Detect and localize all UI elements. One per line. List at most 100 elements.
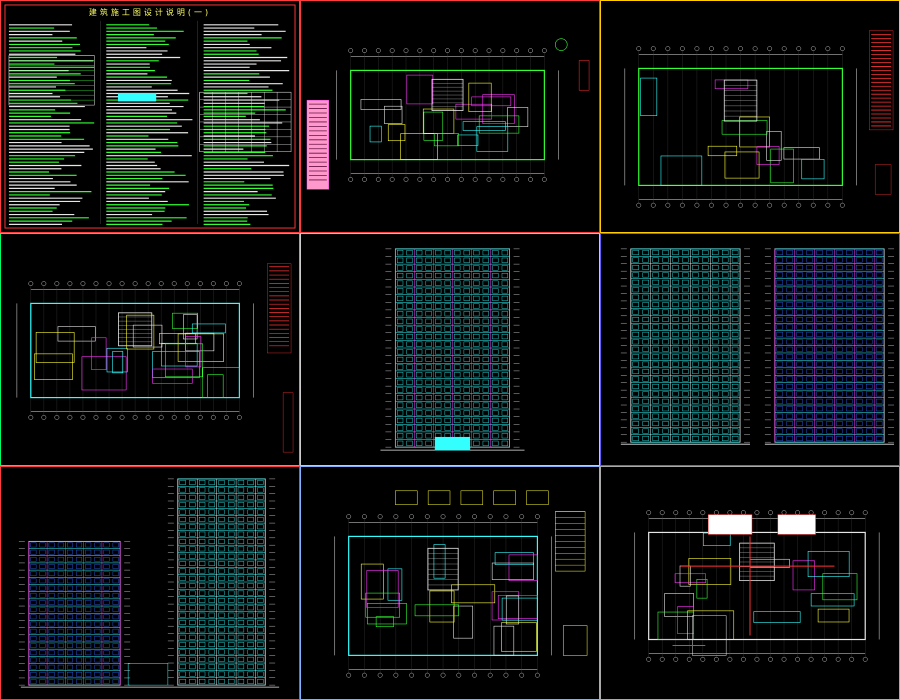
window	[866, 428, 873, 434]
axis-bubble	[348, 177, 354, 182]
window	[112, 549, 119, 555]
window	[662, 324, 669, 330]
window	[692, 354, 699, 360]
axis-bubble	[723, 202, 729, 208]
window	[786, 354, 793, 360]
window	[826, 272, 833, 278]
panel-ground-floor-plan[interactable]	[300, 0, 600, 233]
window	[721, 369, 729, 374]
room-outline	[369, 125, 382, 143]
window	[237, 531, 245, 537]
window	[682, 324, 689, 330]
window	[875, 287, 883, 293]
room-outline	[161, 342, 198, 367]
window	[444, 303, 451, 309]
window	[721, 413, 729, 419]
window	[826, 391, 833, 397]
window	[247, 561, 254, 566]
window	[806, 250, 813, 256]
axis-bubble	[781, 46, 787, 51]
room-outline	[822, 573, 858, 601]
window	[237, 649, 245, 655]
window	[48, 578, 55, 584]
panel-front-elevation[interactable]	[300, 233, 600, 466]
panel-basement-plan[interactable]	[600, 0, 900, 233]
axis-bubble	[458, 48, 464, 53]
window	[492, 341, 499, 347]
window	[454, 395, 461, 401]
window	[662, 369, 669, 374]
window	[435, 295, 442, 301]
window	[218, 546, 225, 552]
window	[112, 621, 119, 627]
window	[642, 265, 649, 270]
window	[776, 250, 783, 256]
axis-bubble	[106, 281, 112, 286]
window	[257, 509, 264, 515]
axis-bubble	[184, 281, 190, 286]
window	[501, 425, 508, 431]
window	[632, 279, 639, 285]
window	[198, 656, 206, 662]
axis-bubble	[700, 510, 706, 515]
window	[816, 309, 823, 315]
window	[642, 361, 649, 367]
window	[208, 679, 215, 684]
window	[444, 311, 451, 317]
axis-bubble	[171, 281, 177, 286]
window	[846, 324, 853, 330]
axis-bubble	[393, 672, 399, 678]
panel-elevation-pair[interactable]	[600, 233, 900, 466]
window	[501, 387, 508, 393]
window	[39, 679, 46, 684]
window	[48, 607, 55, 612]
window	[397, 288, 404, 294]
axis-bubble	[727, 656, 733, 662]
window	[48, 614, 55, 620]
room-outline	[707, 145, 738, 157]
panel-side-elevation[interactable]	[0, 466, 300, 700]
window	[416, 433, 423, 439]
window	[702, 279, 709, 285]
legend-block	[562, 625, 588, 656]
window	[435, 265, 442, 271]
window	[786, 361, 793, 367]
window	[85, 664, 92, 670]
room-outline	[687, 610, 735, 640]
notes-legend-swatch	[117, 92, 157, 102]
window	[776, 406, 783, 412]
panel-typical-floor-plan[interactable]	[0, 233, 300, 466]
window	[425, 433, 432, 439]
window	[492, 440, 499, 446]
window	[662, 317, 669, 322]
panel-roof-plan[interactable]	[600, 466, 900, 700]
window	[796, 287, 803, 293]
window	[482, 334, 489, 340]
window	[816, 279, 823, 285]
window	[198, 561, 206, 566]
window	[406, 433, 413, 439]
window	[712, 287, 719, 293]
window	[866, 257, 873, 263]
window	[228, 575, 235, 581]
panel-design-notes[interactable]: 建筑施工图设计说明(一)	[0, 0, 300, 233]
room-outline	[664, 593, 694, 617]
window	[228, 568, 235, 574]
window	[189, 656, 196, 662]
window	[198, 583, 206, 589]
window	[473, 379, 480, 385]
room-outline	[367, 603, 407, 625]
window	[806, 294, 813, 300]
window	[463, 265, 470, 271]
window	[836, 346, 843, 352]
window	[721, 384, 729, 389]
window	[662, 413, 669, 419]
window	[257, 487, 264, 493]
window	[76, 664, 83, 670]
window	[76, 585, 83, 591]
window	[856, 406, 863, 412]
window	[416, 349, 423, 355]
panel-unit-plan[interactable]	[300, 466, 600, 700]
window	[406, 356, 413, 362]
axis-bubble	[849, 510, 855, 515]
